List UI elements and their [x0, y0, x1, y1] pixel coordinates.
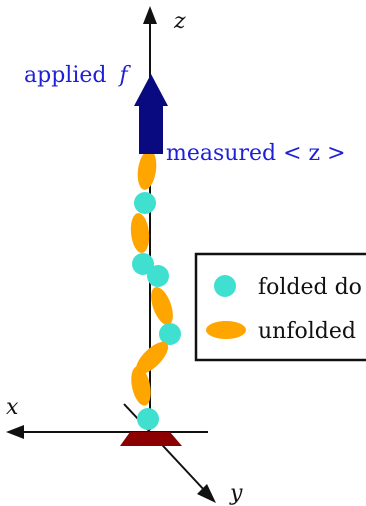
legend-folded-label: folded do — [258, 275, 362, 300]
y-axis-label: y — [229, 481, 243, 506]
folded-domain — [134, 192, 156, 214]
measured-extension-label: measured < z > — [166, 141, 346, 166]
x-axis-label: x — [6, 395, 19, 420]
legend-unfolded-marker — [206, 321, 246, 339]
force-symbol: f — [117, 63, 131, 88]
folded-domain — [137, 408, 159, 430]
base-anchor — [120, 432, 182, 446]
legend-unfolded-label: unfolded — [258, 319, 356, 344]
unfolded-domain — [147, 284, 178, 328]
applied-force-label: applied f — [24, 63, 131, 88]
applied-force-arrow — [134, 74, 168, 154]
x-axis: x — [6, 395, 208, 439]
legend: folded do unfolded — [196, 254, 366, 360]
protein-chain — [128, 149, 181, 430]
x-axis-arrowhead — [6, 425, 24, 439]
unfolded-domain — [129, 212, 151, 254]
applied-force-text: applied — [24, 63, 106, 88]
folded-domain — [159, 323, 181, 345]
z-axis-label: z — [173, 9, 186, 34]
legend-folded-marker — [214, 275, 236, 297]
folded-domain — [147, 265, 169, 287]
legend-box — [196, 254, 366, 360]
unfolded-domain — [135, 149, 158, 191]
z-axis-arrowhead — [143, 6, 157, 24]
